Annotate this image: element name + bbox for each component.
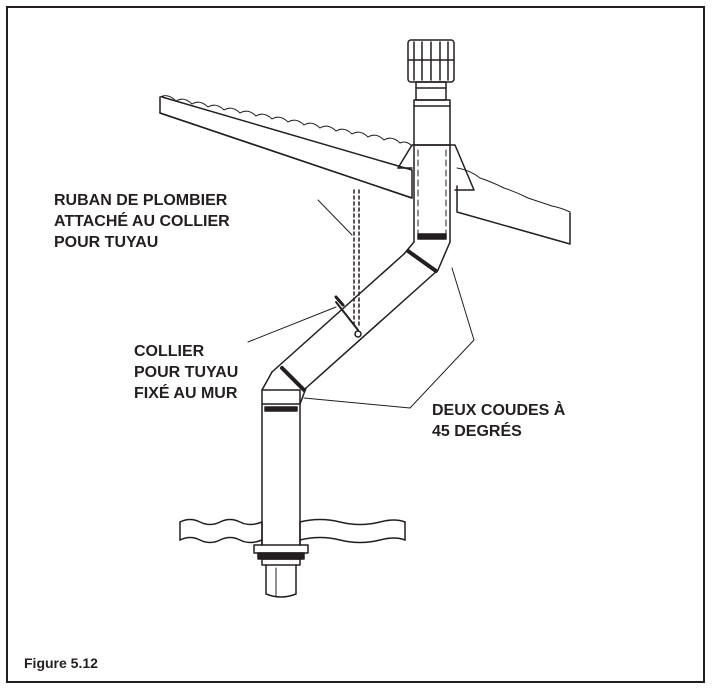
roof-left xyxy=(159,95,413,199)
label-line: COLLIER xyxy=(134,343,205,360)
label-line: FIXÉ AU MUR xyxy=(134,385,238,402)
leader-ruban xyxy=(317,199,353,236)
label-line: DEUX COUDES À xyxy=(432,402,566,419)
figure-caption: Figure 5.12 xyxy=(24,655,98,671)
pipe-clamp xyxy=(334,295,359,331)
label-line: ATTACHÉ AU COLLIER xyxy=(54,213,230,230)
ceiling-support xyxy=(253,544,309,598)
lower-elbow xyxy=(261,366,307,405)
leader-coudes-upper xyxy=(409,267,475,409)
leader-lines xyxy=(247,199,475,409)
label-line: RUBAN DE PLOMBIER xyxy=(54,192,228,209)
roof-right xyxy=(456,167,571,245)
diagonal-pipe xyxy=(271,253,439,389)
ceiling xyxy=(179,518,406,546)
lower-pipe xyxy=(261,389,301,546)
upper-elbow xyxy=(403,241,451,273)
figure-frame xyxy=(6,6,705,683)
label-line: POUR TUYAU xyxy=(134,364,239,381)
leader-coudes-lower xyxy=(303,397,411,409)
label-two-elbows: DEUX COUDES À 45 DEGRÉS xyxy=(432,400,565,442)
label-line: 45 DEGRÉS xyxy=(432,423,522,440)
roof-flashing xyxy=(397,144,475,191)
label-plumbers-strap: RUBAN DE PLOMBIER ATTACHÉ AU COLLIER POU… xyxy=(54,190,230,253)
leader-collier xyxy=(247,306,337,343)
plumbers-strap xyxy=(353,189,362,338)
label-line: POUR TUYAU xyxy=(54,234,159,251)
label-pipe-clamp: COLLIER POUR TUYAU FIXÉ AU MUR xyxy=(134,341,238,404)
upper-pipe xyxy=(413,99,451,243)
chimney-cap xyxy=(407,39,455,101)
